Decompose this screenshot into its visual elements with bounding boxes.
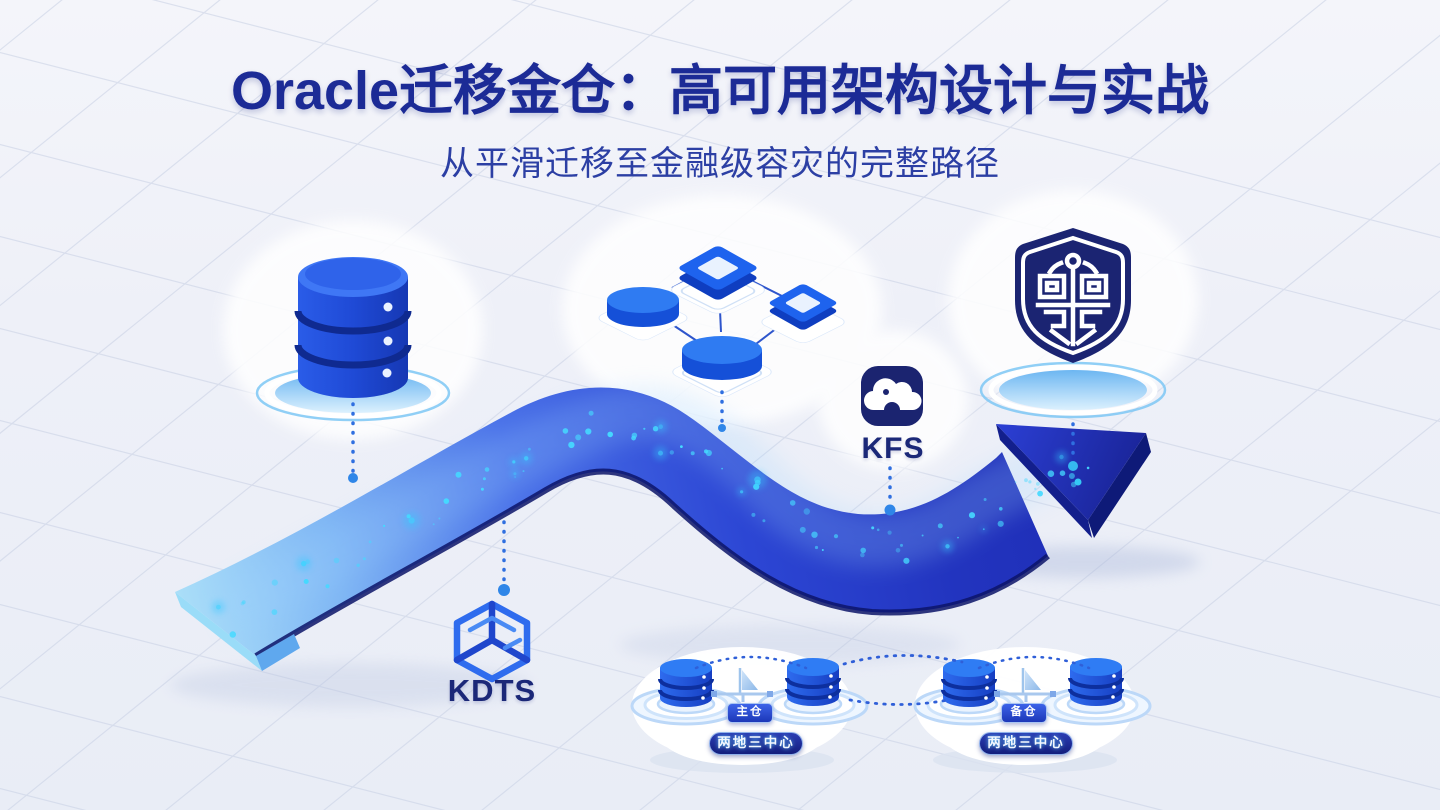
cluster-topology-icon bbox=[598, 246, 845, 397]
dotted-connectors bbox=[351, 390, 1075, 586]
kdts-label: KDTS bbox=[447, 673, 537, 708]
kfs-icon bbox=[861, 366, 923, 426]
dr-right-tag-badge: 备仓 bbox=[1001, 703, 1047, 723]
intersite-links bbox=[842, 654, 964, 706]
security-shield-icon bbox=[979, 228, 1167, 419]
dr-left-tag-badge: 主仓 bbox=[727, 703, 773, 723]
migration-ribbon bbox=[175, 385, 1073, 671]
connector-end-dots bbox=[348, 424, 1082, 596]
dr-database-icon bbox=[785, 658, 841, 706]
ribbon-sparkles bbox=[211, 410, 1090, 638]
replication-arc bbox=[694, 655, 808, 670]
dr-right-caption-badge: 两地三中心 bbox=[979, 732, 1073, 755]
page-title: Oracle迁移金仓：高可用架构设计与实战 bbox=[230, 61, 1210, 121]
cluster-link bbox=[711, 691, 773, 702]
kdts-icon bbox=[453, 600, 531, 683]
flag-marker-icon bbox=[738, 668, 758, 694]
kfs-label: KFS bbox=[861, 432, 925, 465]
page-subtitle: 从平滑迁移至金融级容灾的完整路径 bbox=[440, 145, 1000, 183]
ribbon-arrowhead bbox=[996, 424, 1151, 538]
source-database-icon bbox=[255, 257, 451, 422]
dr-database-icon bbox=[658, 659, 714, 707]
dr-left-caption-badge: 两地三中心 bbox=[709, 732, 803, 755]
